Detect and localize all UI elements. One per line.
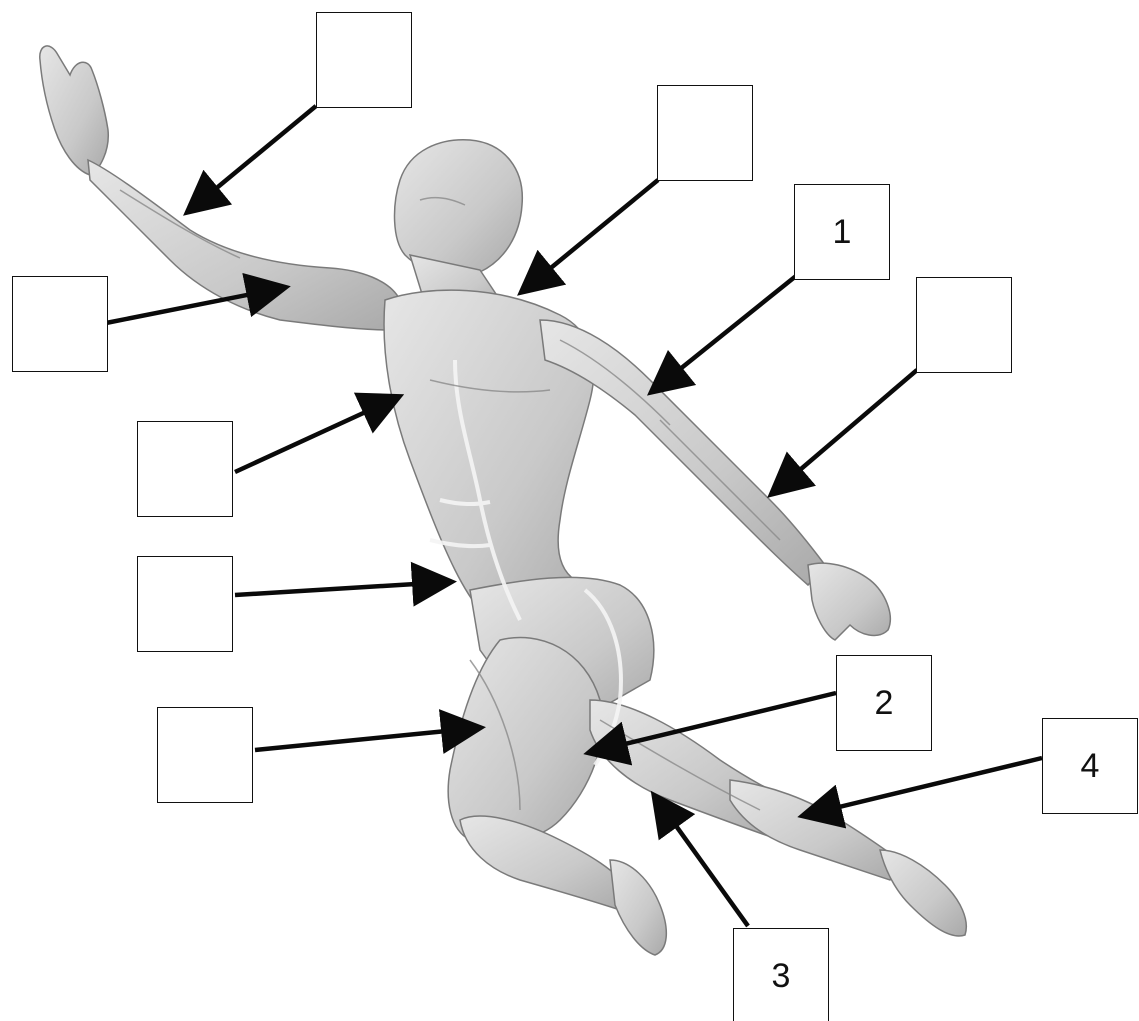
label-box-left-chest[interactable] [137,421,233,517]
label-box-2[interactable]: 2 [836,655,932,751]
label-box-top-left[interactable] [316,12,412,108]
front-foot [609,859,667,956]
arrow-4 [797,755,1043,829]
arrow-right-forearm [767,368,919,498]
arrow-left-chest [234,392,405,475]
label-box-4[interactable]: 4 [1042,718,1138,814]
arrow-left-abdomen [234,561,457,607]
arrow-top-left [183,104,318,216]
head [393,139,524,277]
arrow-1 [646,274,798,396]
label-box-left-upper[interactable] [12,276,108,372]
label-box-top-center[interactable] [657,85,753,181]
right-arm [539,319,826,587]
pointer-arrows [105,104,1043,928]
label-box-right-forearm[interactable] [916,277,1012,373]
arrow-left-thigh [254,709,486,754]
label-box-left-thigh[interactable] [157,707,253,803]
arrow-3 [650,790,750,928]
back-foot [879,849,967,937]
arrow-top-center [517,178,660,296]
label-box-3[interactable]: 3 [733,928,829,1021]
front-thigh [447,636,604,845]
left-arm [87,158,401,331]
label-box-1[interactable]: 1 [794,184,890,280]
right-hand [807,562,891,641]
torso [383,289,595,641]
label-box-left-abdomen[interactable] [137,556,233,652]
arrow-left-upper [105,272,291,326]
arrow-2 [583,690,837,766]
left-hand [39,45,109,176]
